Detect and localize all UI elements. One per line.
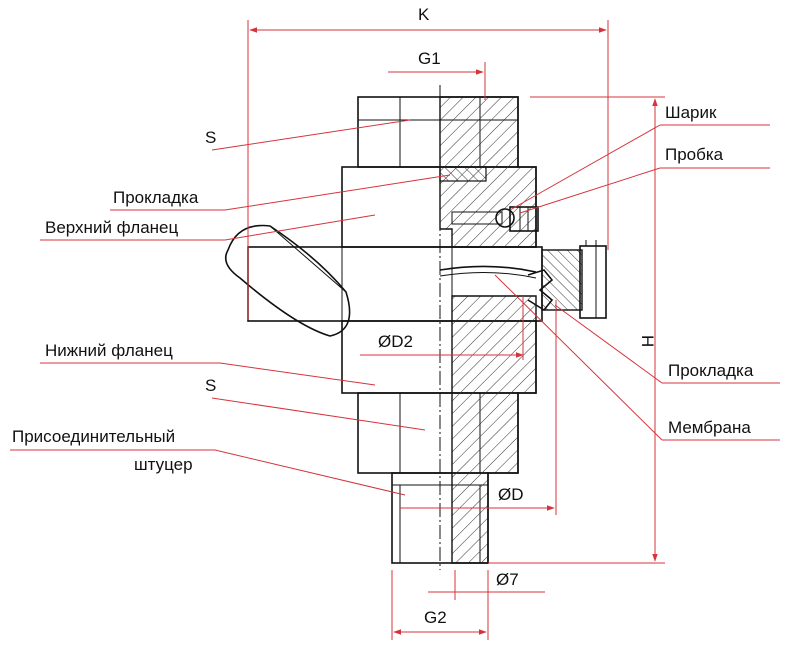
dim-d7: Ø7: [496, 570, 519, 589]
label-fitting-line1: Присоединительный: [12, 427, 175, 446]
label-gasket-right: Прокладка: [668, 361, 754, 380]
dim-h: H: [638, 335, 657, 347]
dimension-lines: [247, 20, 665, 640]
section-hatching: [439, 96, 537, 564]
dim-d2: ØD2: [378, 332, 413, 351]
leader-lines: [10, 119, 780, 496]
dim-d: ØD: [498, 485, 524, 504]
ball-plug: [451, 206, 539, 232]
label-ball: Шарик: [665, 103, 717, 122]
label-fitting-line2: штуцер: [134, 455, 193, 474]
handle: [224, 224, 351, 337]
label-plug: Пробка: [665, 145, 724, 164]
label-s-bottom: S: [205, 376, 216, 395]
dim-k: K: [418, 5, 430, 24]
label-gasket-upper: Прокладка: [113, 188, 199, 207]
dim-g1: G1: [418, 49, 441, 68]
label-s-top: S: [205, 128, 216, 147]
label-upper-flange: Верхний фланец: [45, 218, 178, 237]
label-membrane: Мембрана: [668, 418, 751, 437]
label-lower-flange: Нижний фланец: [45, 341, 173, 360]
dim-g2: G2: [424, 608, 447, 627]
side-plug: [527, 240, 607, 319]
